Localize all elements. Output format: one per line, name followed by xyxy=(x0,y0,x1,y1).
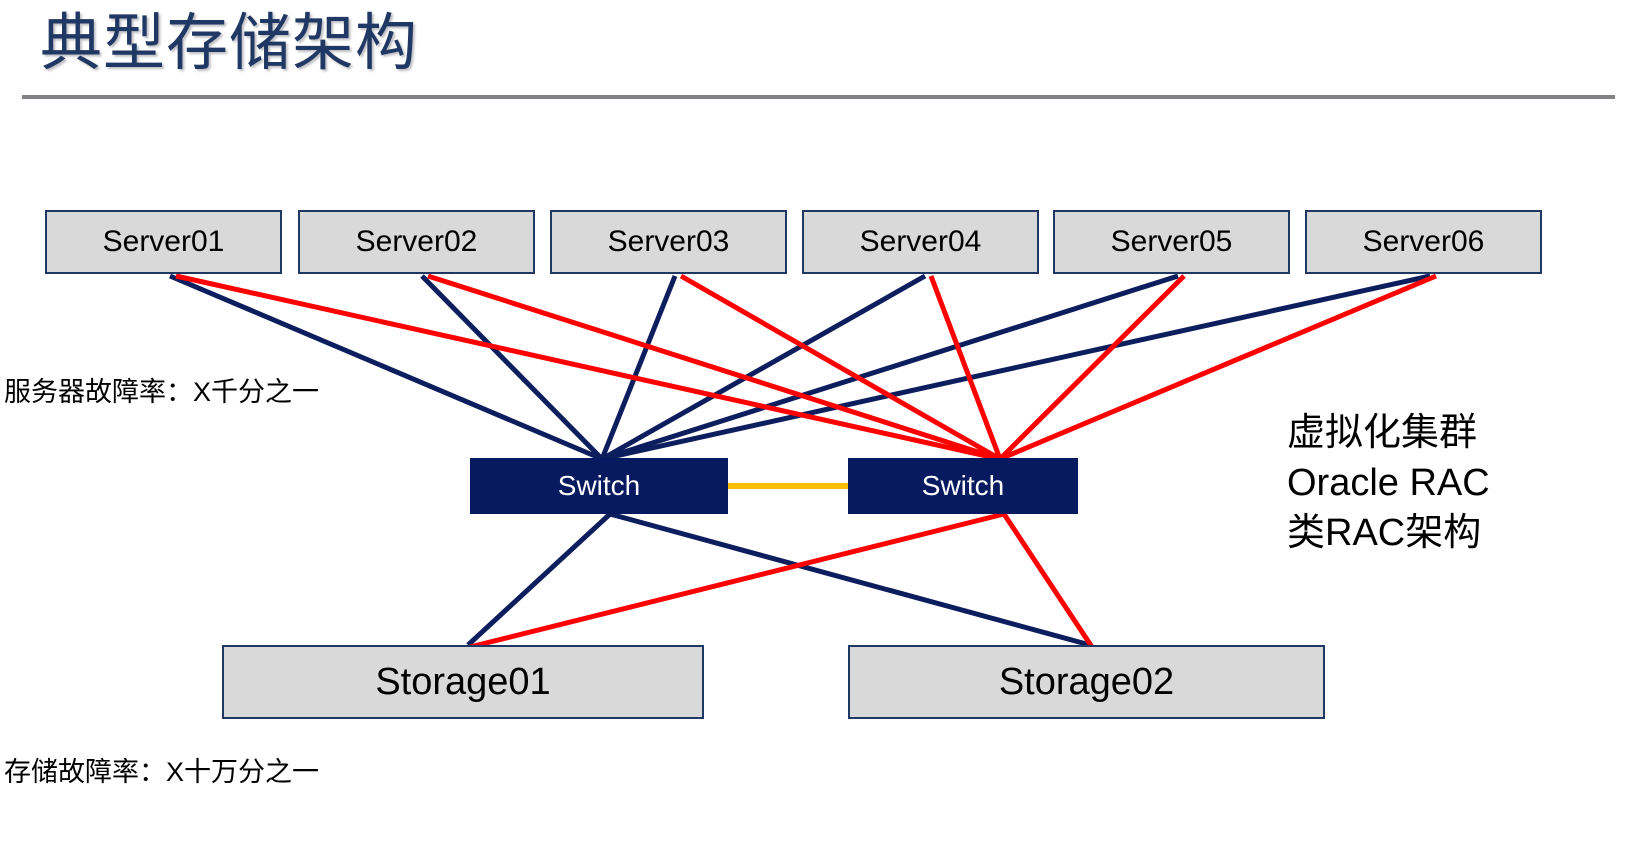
server-node-4[interactable]: Server04 xyxy=(802,210,1039,274)
server-node-5[interactable]: Server05 xyxy=(1053,210,1290,274)
title-divider xyxy=(22,95,1615,99)
link-switcha-to-storage02 xyxy=(609,511,1091,648)
link-switchb-to-storage01 xyxy=(469,511,1005,650)
server-node-label: Server01 xyxy=(102,225,225,258)
cluster-note-line-3: 类RAC架构 xyxy=(1287,512,1482,554)
server-node-label: Server02 xyxy=(355,225,478,258)
link-server02-to-switchb xyxy=(427,273,1001,462)
switch-node-2[interactable]: Switch xyxy=(848,458,1078,514)
server-node-label: Server06 xyxy=(1362,225,1485,258)
switch-node-label: Switch xyxy=(921,470,1005,501)
server-node-label: Server05 xyxy=(1110,225,1233,258)
server-node-label: Server04 xyxy=(859,225,982,258)
link-server01-to-switcha xyxy=(169,273,603,462)
cluster-notes: 虚拟化集群 Oracle RAC 类RAC架构 xyxy=(1287,408,1490,558)
server-node-label: Server03 xyxy=(607,225,730,258)
link-server03-to-switchb xyxy=(679,273,1002,462)
page-title: 典型存储架构 xyxy=(40,9,419,78)
link-server06-to-switchb xyxy=(999,273,1437,462)
link-server06-to-switcha xyxy=(601,273,1431,462)
storage-failure-rate-label: 存储故障率：X十万分之一 xyxy=(4,757,320,787)
storage-node-label: Storage02 xyxy=(998,660,1175,703)
server-node-1[interactable]: Server01 xyxy=(45,210,282,274)
link-server03-to-switcha xyxy=(599,275,678,460)
switch-node-1[interactable]: Switch xyxy=(470,458,728,514)
server-failure-rate-label: 服务器故障率：X千分之一 xyxy=(4,377,320,407)
link-server05-to-switcha xyxy=(601,273,1179,462)
link-switcha-to-storage01 xyxy=(466,512,612,647)
storage-node-label: Storage01 xyxy=(375,660,551,703)
server-node-3[interactable]: Server03 xyxy=(550,210,787,274)
storage-node-2[interactable]: Storage02 xyxy=(848,645,1325,719)
storage-node-1[interactable]: Storage01 xyxy=(222,645,704,719)
link-server01-to-switchb xyxy=(175,273,1001,462)
link-switchb-to-storage02 xyxy=(1001,512,1095,649)
cluster-note-line-1: 虚拟化集群 xyxy=(1287,412,1478,454)
server-node-6[interactable]: Server06 xyxy=(1305,210,1542,274)
server-node-2[interactable]: Server02 xyxy=(298,210,535,274)
link-server04-to-switcha xyxy=(600,273,927,462)
cluster-note-line-2: Oracle RAC xyxy=(1287,462,1490,504)
switch-node-label: Switch xyxy=(557,470,641,501)
link-server04-to-switchb xyxy=(928,275,1003,460)
link-server02-to-switcha xyxy=(420,274,604,461)
link-server05-to-switchb xyxy=(998,274,1186,461)
